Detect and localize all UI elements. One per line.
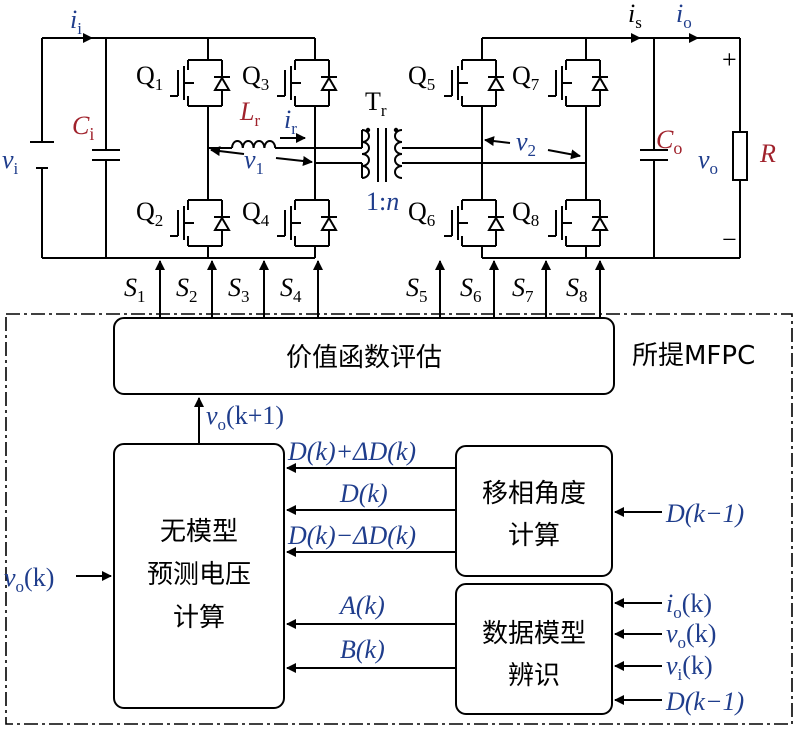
d-mid-label: D(k): [339, 479, 388, 508]
v1-label: v1: [244, 145, 264, 178]
input-current-label: ii: [70, 5, 82, 38]
cost-function-text: 价值函数评估: [286, 343, 442, 373]
q4-switch-symbol: [277, 199, 338, 247]
q8-label: Q8: [512, 197, 539, 230]
s8-label: S8: [566, 273, 588, 306]
d-prev-label: D(k−1): [665, 499, 744, 528]
q8-switch-symbol: [548, 199, 609, 247]
prediction-text-1: 无模型: [160, 517, 238, 547]
s6-label: S6: [460, 273, 482, 306]
meas-vi-label: vi(k): [666, 651, 713, 684]
output-cap-label: Co: [656, 125, 682, 158]
meas-dprev-label: D(k−1): [665, 687, 744, 716]
vo-label: vo: [698, 145, 718, 178]
switch-labels: Q1 Q3 Q2 Q4 Q5 Q7 Q6 Q8: [136, 61, 540, 230]
circuit: [30, 33, 748, 259]
inductor-label: Lr: [239, 97, 260, 130]
dot-secondary: [393, 127, 399, 133]
v2-label: v2: [516, 127, 536, 160]
input-voltage-label: vi: [2, 145, 19, 178]
gate-signal-arrows: [155, 260, 605, 318]
inductor-lr: [231, 140, 277, 149]
input-cap-label: Ci: [72, 111, 94, 144]
meas-io-label: io(k): [666, 589, 712, 622]
controller-frame: [5, 313, 793, 725]
turns-ratio-label: 1:n: [366, 187, 399, 216]
plus-sign: +: [722, 45, 737, 74]
switch-group: [170, 59, 609, 247]
q6-label: Q6: [408, 197, 435, 230]
d-minus-label: D(k)−ΔD(k): [287, 521, 416, 550]
q6-switch-symbol: [444, 199, 505, 247]
v2-arrow-left: [484, 136, 511, 147]
meas-vo-label: vo(k): [666, 619, 716, 652]
load-resistor: [732, 131, 748, 181]
phase-shift-text-1: 移相角度: [482, 479, 586, 509]
controller-frame-label: 所提MFPC: [632, 341, 755, 371]
transformer-label: Tr: [365, 87, 387, 120]
dot-primary: [365, 127, 371, 133]
cost-function-block: [113, 317, 615, 395]
q4-label: Q4: [242, 197, 270, 230]
s5-label: S5: [406, 273, 428, 306]
b-label: B(k): [340, 635, 385, 664]
d-plus-label: D(k)+ΔD(k): [287, 437, 416, 466]
q7-label: Q7: [512, 61, 540, 94]
phase-shift-text-2: 计算: [508, 521, 560, 551]
q7-switch-symbol: [548, 59, 609, 107]
s1-label: S1: [124, 273, 146, 306]
q1-label: Q1: [136, 61, 163, 94]
vo-next-label: vo(k+1): [206, 401, 284, 434]
gate-signal-labels: S1 S2 S3 S4 S5 S6 S7 S8: [124, 273, 588, 306]
q2-label: Q2: [136, 197, 163, 230]
v2-arrow-right: [547, 149, 581, 160]
is-label: is: [628, 0, 642, 32]
transformer-primary-coil: [361, 129, 370, 179]
q5-label: Q5: [408, 61, 435, 94]
q1-switch-symbol: [170, 59, 231, 107]
v1-arrow-left: [210, 146, 245, 157]
ir-label: ir: [284, 105, 297, 138]
transformer-secondary-coil: [394, 129, 403, 179]
q2-switch-symbol: [170, 199, 231, 247]
q3-label: Q3: [242, 61, 269, 94]
load-label: R: [759, 139, 776, 168]
prediction-text-3: 计算: [173, 603, 225, 633]
s2-label: S2: [176, 273, 198, 306]
s7-label: S7: [512, 273, 534, 306]
model-id-block: [455, 583, 613, 715]
s3-label: S3: [228, 273, 250, 306]
model-id-text-2: 辨识: [508, 661, 560, 691]
a-label: A(k): [338, 591, 385, 620]
q5-switch-symbol: [444, 59, 505, 107]
model-id-text-1: 数据模型: [482, 619, 586, 649]
minus-sign: −: [722, 225, 737, 254]
prediction-text-2: 预测电压: [147, 560, 251, 590]
io-label: io: [676, 0, 692, 32]
phase-shift-block: [455, 445, 613, 577]
vo-in-label: vo(k): [4, 563, 54, 596]
s4-label: S4: [280, 273, 302, 306]
q3-switch-symbol: [277, 59, 338, 107]
v1-arrow-right: [275, 156, 313, 166]
